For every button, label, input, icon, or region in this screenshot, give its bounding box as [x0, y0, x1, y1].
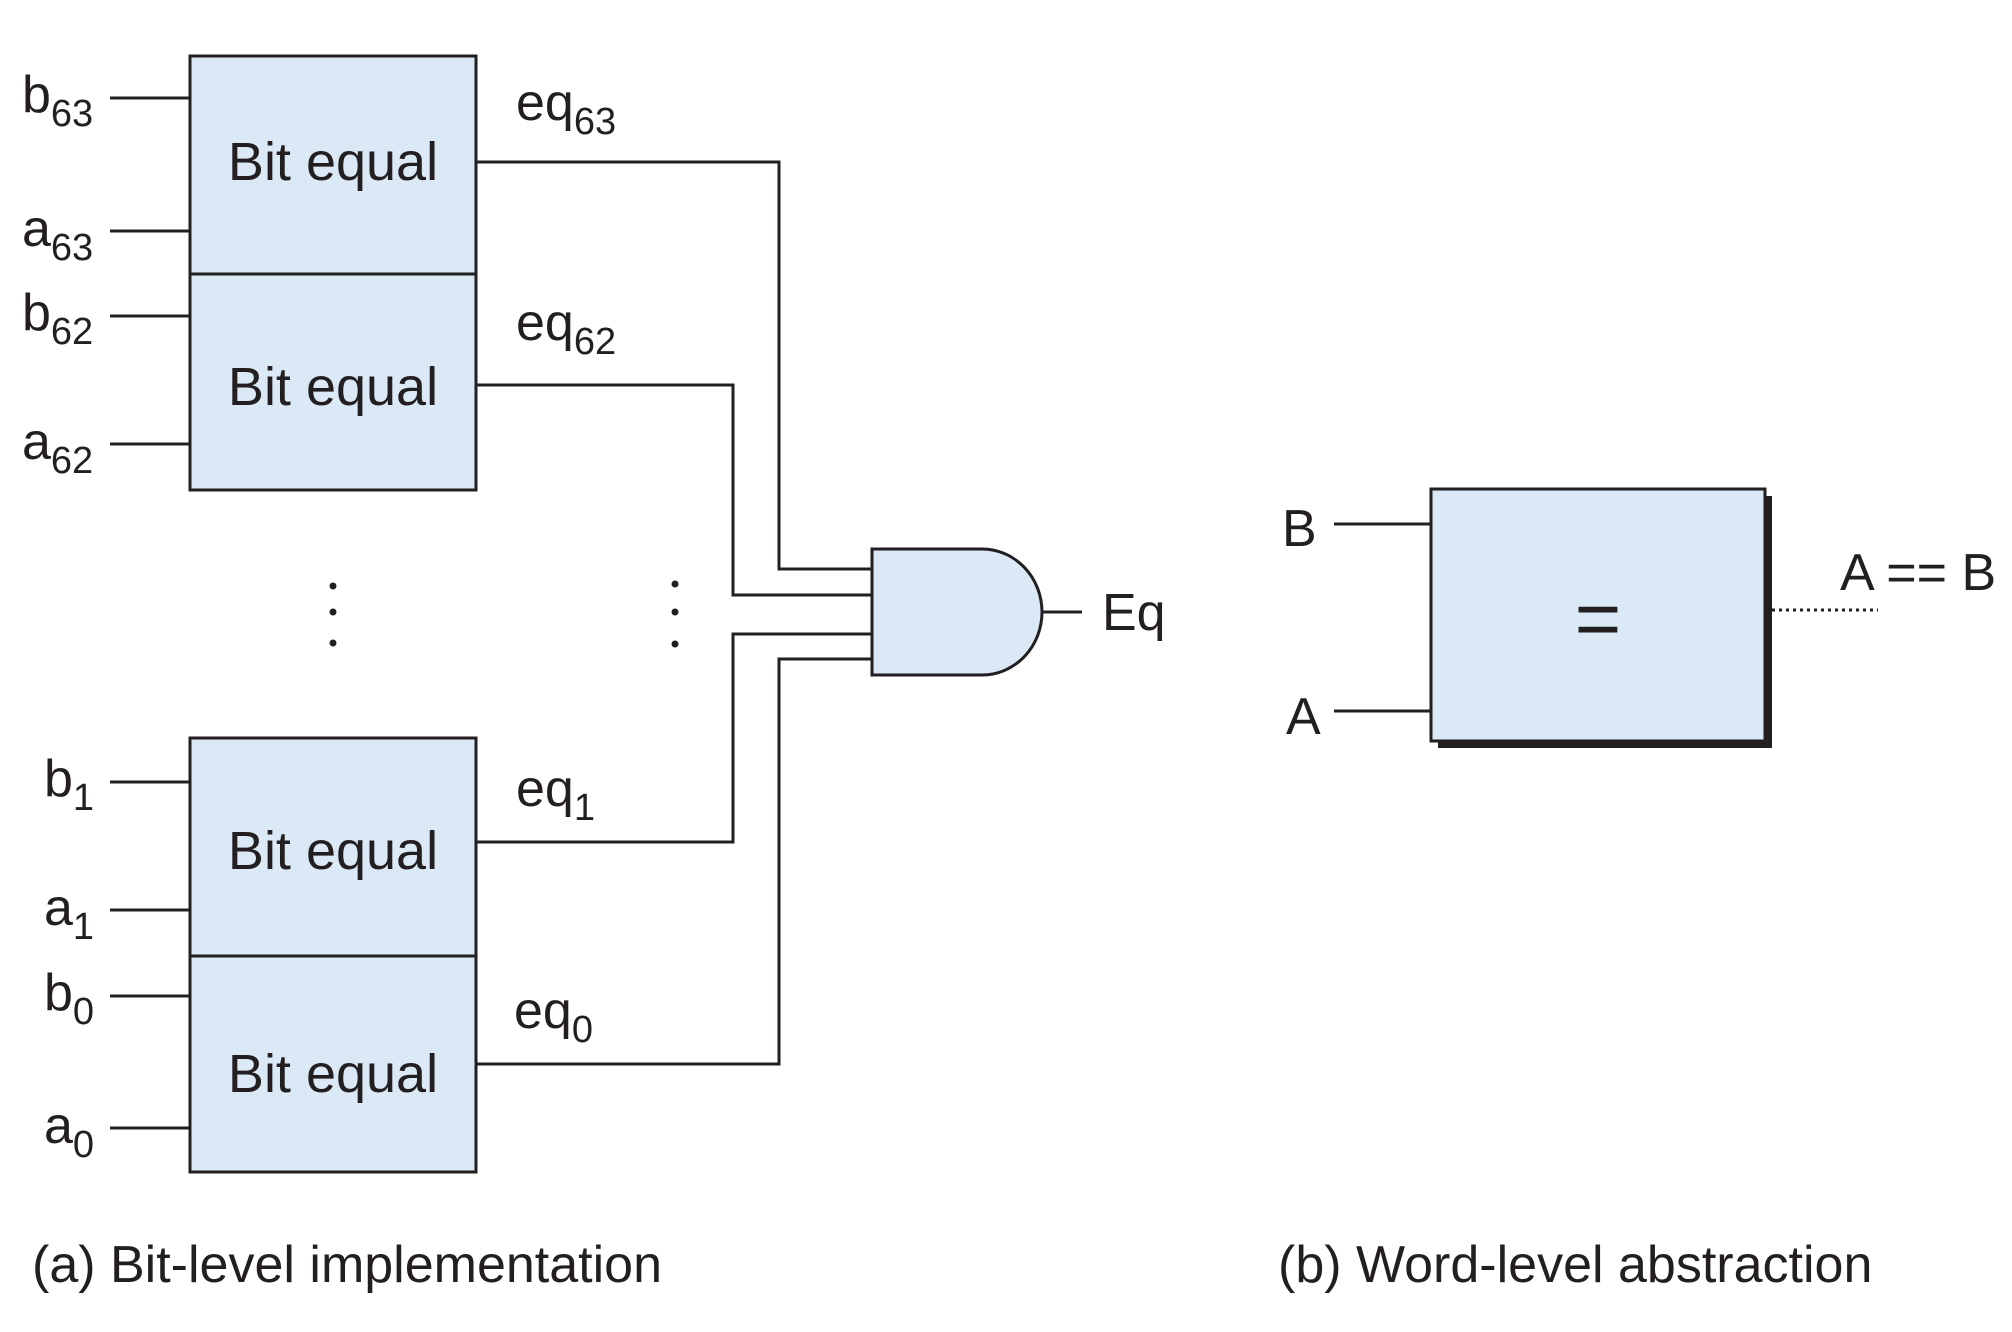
and-gate-body: [870, 547, 1044, 677]
wire-eq62: [476, 383, 872, 597]
caption-bit-level: (a) Bit-level implementation: [32, 1236, 662, 1294]
ellipsis-dot: [671, 608, 679, 616]
input-label-a63: a63: [22, 200, 93, 269]
wire-eq0: [476, 657, 872, 1066]
equality-symbol: =: [1575, 574, 1622, 663]
output-label-a-equals-b: A == B: [1840, 544, 1996, 602]
caption-word-level: (b) Word-level abstraction: [1278, 1236, 1872, 1294]
bit-level-panel: Bit equal b63 a63 eq63 Bit equal b62 a62…: [22, 54, 1166, 1294]
output-label-eq0: eq0: [514, 982, 593, 1051]
wire-eq63: [476, 160, 872, 571]
bit-equal-block-0: Bit equal b0 a0 eq0: [44, 954, 593, 1174]
bit-equal-label: Bit equal: [228, 357, 438, 417]
bit-equal-block-63: Bit equal b63 a63 eq63: [22, 54, 616, 276]
input-label-a0: a0: [44, 1097, 94, 1166]
bit-equal-block-1: Bit equal b1 a1 eq1: [44, 736, 595, 958]
ellipsis-dot: [329, 608, 337, 616]
routing-wires: [476, 160, 872, 1066]
wire-eq1: [476, 632, 872, 844]
input-label-B: B: [1282, 500, 1317, 558]
ellipsis-dot: [671, 580, 679, 588]
output-label-eq62: eq62: [516, 294, 616, 363]
bit-equal-block-62: Bit equal b62 a62 eq62: [22, 272, 616, 492]
bit-equal-label: Bit equal: [228, 821, 438, 881]
input-label-b62: b62: [22, 284, 93, 353]
bit-equal-box: [188, 954, 478, 1174]
bit-equal-label: Bit equal: [228, 132, 438, 192]
input-label-b1: b1: [44, 750, 94, 819]
input-label-a62: a62: [22, 413, 93, 482]
bit-equal-label: Bit equal: [228, 1044, 438, 1104]
bit-equal-box: [188, 272, 478, 492]
gate-output-label: Eq: [1102, 584, 1166, 642]
input-label-A: A: [1286, 688, 1321, 746]
ellipsis-dot: [329, 639, 337, 647]
input-label-a1: a1: [44, 879, 94, 948]
bit-equal-box: [188, 736, 478, 958]
ellipsis-dot: [671, 640, 679, 648]
word-level-panel: = B A A == B (b) Word-level abstraction: [1278, 487, 1996, 1294]
input-label-b63: b63: [22, 66, 93, 135]
output-label-eq1: eq1: [516, 760, 595, 829]
bit-equal-box: [188, 54, 478, 276]
vertical-ellipsis-wires: [671, 580, 679, 648]
ellipsis-dot: [329, 582, 337, 590]
and-gate: Eq: [870, 547, 1166, 677]
equality-box: [1429, 487, 1767, 743]
output-label-eq63: eq63: [516, 74, 616, 143]
input-label-b0: b0: [44, 964, 94, 1033]
vertical-ellipsis-blocks: [329, 582, 337, 647]
